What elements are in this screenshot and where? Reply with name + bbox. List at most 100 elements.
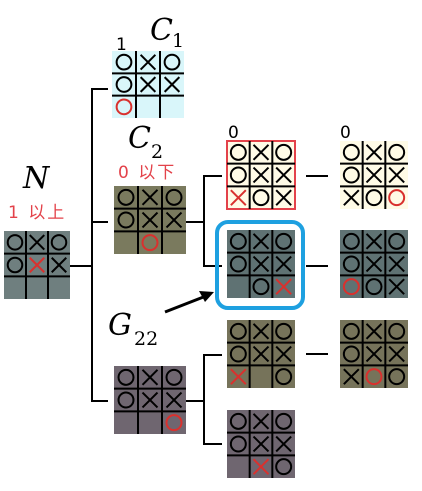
board-C2 [114, 186, 186, 254]
x-mark [365, 323, 383, 340]
o-mark [229, 166, 247, 184]
red-o-mark [115, 98, 133, 116]
o-mark [342, 232, 360, 250]
o-mark [165, 368, 183, 386]
x-mark [275, 345, 292, 363]
label-c2a-next-value: 0 [340, 123, 351, 143]
label-n-note: 1 以上 [8, 203, 66, 223]
o-mark [117, 211, 135, 229]
o-mark [252, 189, 270, 207]
o-mark [50, 234, 68, 251]
x-mark [252, 413, 270, 430]
o-mark [342, 345, 360, 363]
board-c2b_next [340, 230, 408, 298]
red-x-mark [29, 257, 45, 273]
red-x-mark [252, 458, 270, 475]
o-mark [229, 143, 247, 161]
label-c2-note: 0 以下 [118, 163, 176, 183]
x-mark [252, 345, 270, 363]
o-mark [388, 143, 406, 161]
x-mark [388, 255, 405, 273]
label-c2: C [128, 121, 151, 156]
label-c2a-value: 0 [228, 123, 239, 143]
x-mark [252, 255, 270, 273]
x-mark [275, 189, 292, 206]
o-mark [388, 368, 406, 386]
label-c1-value: 1 [116, 35, 127, 55]
o-mark [252, 278, 270, 296]
x-mark [139, 76, 157, 93]
board-c2a [226, 140, 296, 210]
label-c1-sub: 1 [172, 30, 184, 52]
board-c2a_next [340, 141, 408, 209]
o-mark [229, 232, 247, 250]
o-mark [229, 345, 247, 363]
x-mark [343, 368, 360, 385]
highlight-frame [215, 220, 305, 310]
o-mark [163, 53, 181, 71]
o-mark [342, 166, 360, 184]
label-n: N [22, 161, 51, 196]
o-mark [342, 143, 360, 161]
red-x-mark [230, 368, 247, 385]
red-x-mark [275, 278, 292, 295]
x-mark [141, 211, 159, 229]
red-o-mark [141, 234, 159, 252]
x-mark [141, 189, 159, 206]
bracket-c2 [203, 175, 222, 267]
tree-connectors [70, 88, 328, 445]
o-mark [388, 232, 406, 250]
arrowhead-icon [199, 291, 214, 302]
x-mark [252, 144, 270, 161]
board-N [4, 231, 70, 299]
bracket-g22 [203, 354, 222, 445]
o-mark [275, 368, 293, 386]
o-mark [229, 412, 247, 430]
o-mark [342, 322, 360, 340]
red-o-mark [165, 414, 183, 432]
boards-layer [4, 51, 408, 478]
label-c1: C [150, 13, 173, 48]
x-mark [275, 435, 292, 453]
o-mark [117, 188, 135, 206]
x-mark [141, 391, 159, 409]
x-mark [388, 278, 405, 295]
o-mark [117, 391, 135, 409]
o-mark [115, 76, 133, 93]
arrow [164, 291, 214, 314]
board-g1 [227, 320, 295, 388]
x-mark [275, 255, 292, 273]
x-mark [365, 166, 383, 184]
o-mark [365, 189, 383, 207]
label-g-sub: 22 [134, 328, 158, 350]
x-mark [51, 257, 67, 273]
x-mark [388, 166, 405, 184]
x-mark [29, 234, 45, 251]
o-mark [388, 322, 406, 340]
o-mark [6, 256, 24, 274]
o-mark [229, 322, 247, 340]
board-G22 [114, 366, 186, 434]
x-mark [252, 166, 270, 184]
red-x-mark [230, 189, 247, 206]
x-mark [165, 391, 183, 409]
o-mark [275, 412, 293, 430]
red-o-mark [342, 278, 360, 296]
o-mark [6, 234, 24, 251]
x-mark [365, 345, 383, 363]
x-mark [343, 189, 360, 206]
x-mark [139, 54, 157, 71]
x-mark [365, 255, 383, 273]
x-mark [163, 76, 181, 93]
x-mark [275, 166, 292, 184]
board-C1 [112, 51, 184, 118]
o-mark [275, 458, 293, 476]
o-mark [229, 255, 247, 273]
o-mark [275, 143, 293, 161]
o-mark [115, 53, 133, 71]
o-mark [275, 232, 293, 250]
o-mark [365, 278, 383, 296]
o-mark [117, 368, 135, 386]
board-g2 [227, 410, 295, 478]
x-mark [252, 435, 270, 453]
